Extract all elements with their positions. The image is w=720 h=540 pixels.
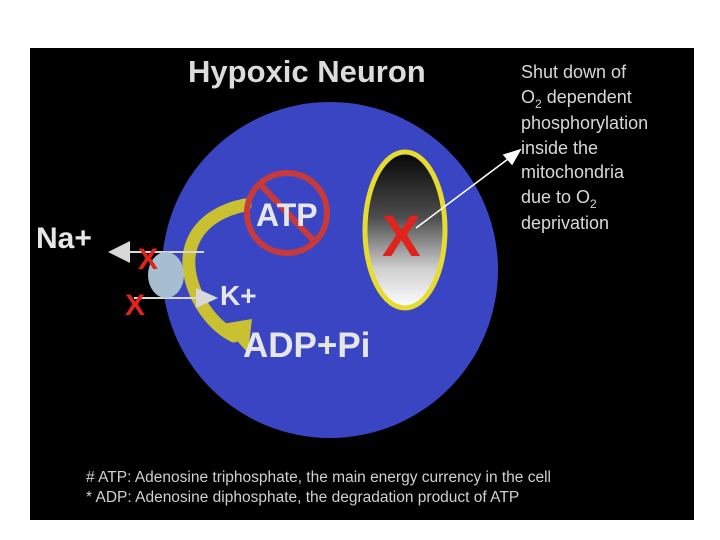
callout-line: Shut down of	[521, 62, 627, 82]
mitochondria-callout: Shut down of O2 dependent phosphorylatio…	[521, 60, 648, 236]
k-inflow-arrow	[134, 288, 218, 308]
potassium-label: K+	[220, 280, 257, 311]
callout-line: inside the	[521, 137, 599, 158]
diagram-title: Hypoxic Neuron	[188, 54, 426, 89]
slide-canvas: X X X Hypoxic Neuron Shut down of O2 dep…	[30, 48, 694, 520]
adp-pi-label: ADP+Pi	[243, 326, 371, 365]
mitochondria-block-x: X	[382, 204, 421, 269]
callout-line: due to O2	[521, 186, 597, 211]
callout-line: mitochondria	[521, 162, 625, 182]
adp-footnote: * ADP: Adenosine diphosphate, the degrad…	[86, 488, 520, 506]
k-block-x: X	[125, 289, 145, 322]
sodium-label: Na+	[36, 222, 92, 255]
mitochondrion	[362, 149, 448, 311]
callout-line: deprivation	[521, 213, 610, 233]
atp-footnote: # ATP: Adenosine triphosphate, the main …	[86, 469, 551, 486]
neuron-cell-body	[162, 102, 498, 438]
atp-label: ATP	[256, 197, 318, 233]
callout-line: phosphorylation	[521, 113, 649, 133]
na-k-pump	[148, 252, 184, 298]
callout-arrow	[415, 148, 522, 229]
footnotes: # ATP: Adenosine triphosphate, the main …	[86, 468, 551, 507]
na-block-x: X	[138, 243, 158, 276]
diagram-graphic: X X X	[108, 102, 522, 438]
no-atp-sign	[244, 170, 330, 256]
atp-consumption-arrow	[182, 198, 252, 353]
callout-line: O2 dependent	[521, 86, 632, 111]
